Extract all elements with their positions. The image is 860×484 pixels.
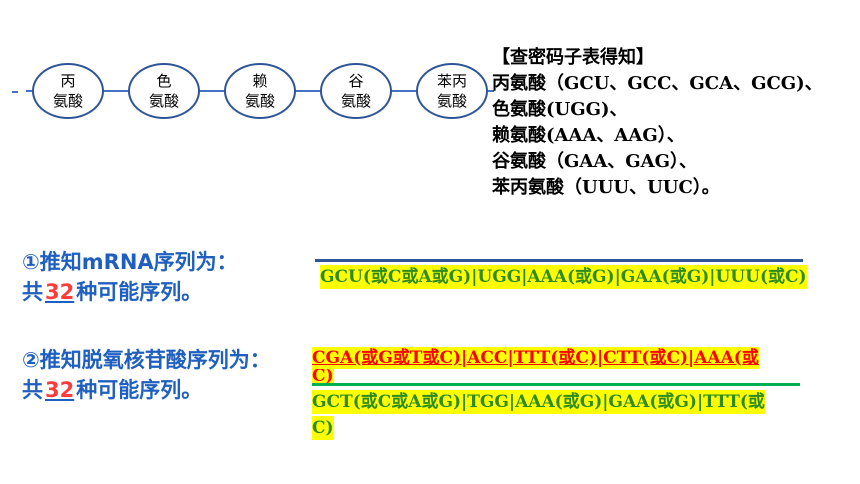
q2-count: 共32种可能序列。: [22, 378, 203, 402]
codon-line: 苯丙氨酸（UUU、UUC）。: [492, 177, 720, 198]
q2-strand1-line1: CGA(或G或T或C)|ACC|TTT(或C)|CTT(或C)|AAA(或: [312, 347, 759, 369]
amino-node-lys: 赖氨酸: [224, 63, 296, 119]
codon-table: 【查密码子表得知】 丙氨酸（GCU、GCC、GCA、GCG)、 色氨酸(UGG)…: [492, 45, 823, 201]
q1-strand-line: [315, 259, 803, 262]
codon-line: 谷氨酸（GAA、GAG）、: [492, 151, 698, 172]
q2-prompt: ②推知脱氧核苷酸序列为：: [22, 348, 271, 372]
codon-table-heading: 【查密码子表得知】: [492, 47, 654, 68]
q1-number: 32: [45, 280, 75, 304]
codon-line: 赖氨酸(AAA、AAG）、: [492, 125, 685, 146]
q2-strand2-line2: C): [312, 416, 334, 440]
codon-line: 丙氨酸（GCU、GCC、GCA、GCG)、: [492, 73, 823, 94]
q2-strand1-line2: C): [312, 369, 334, 383]
amino-node-phe: 苯丙氨酸: [416, 63, 488, 119]
amino-node-ala: 丙氨酸: [32, 63, 104, 119]
q1-mrna-answer: GCU(或C或A或G)|UGG|AAA(或G)|GAA(或G)|UUU(或C): [320, 265, 807, 289]
q2-number: 32: [45, 378, 75, 402]
amino-node-glu: 谷氨酸: [320, 63, 392, 119]
q1-prompt: ①推知mRNA序列为：: [22, 250, 238, 274]
amino-node-trp: 色氨酸: [128, 63, 200, 119]
q2-strand2-line1: GCT(或C或A或G)|TGG|AAA(或G)|GAA(或G)|TTT(或: [312, 390, 765, 414]
chain-dash: [12, 91, 18, 93]
q2-strand-line: [312, 383, 800, 386]
codon-line: 色氨酸(UGG)、: [492, 99, 628, 120]
q1-count: 共32种可能序列。: [22, 280, 203, 304]
